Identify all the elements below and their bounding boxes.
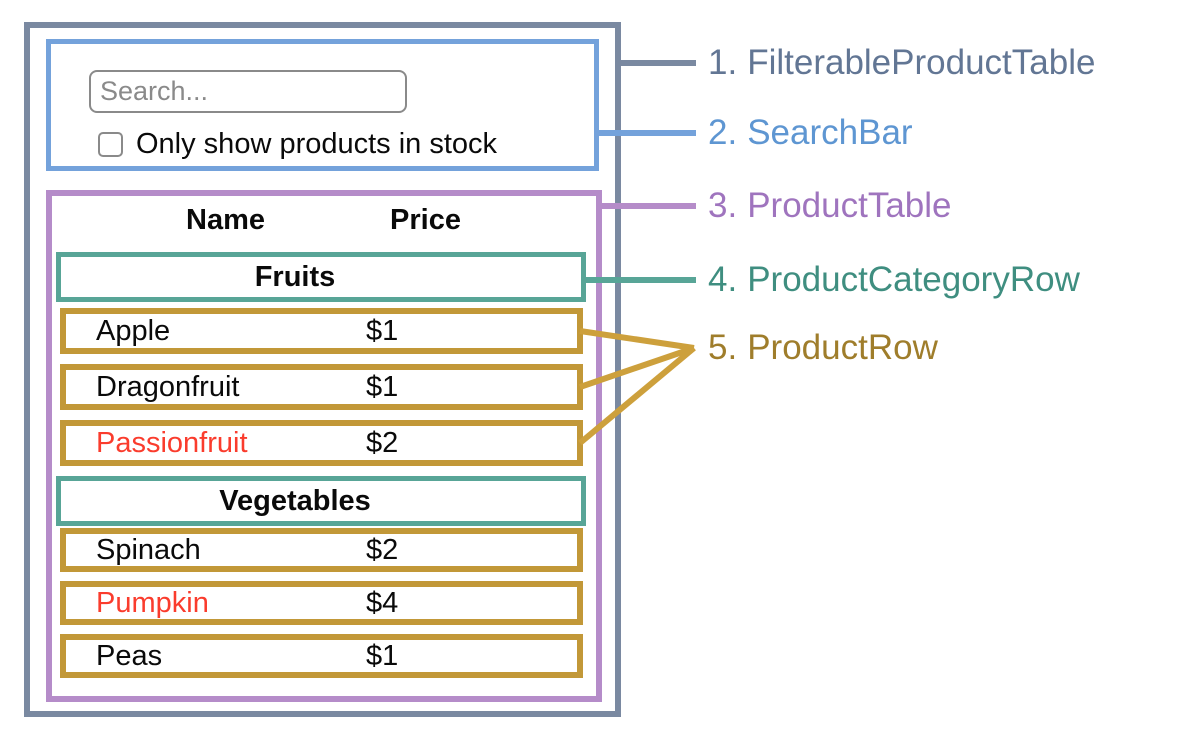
stock-filter-row: Only show products in stock [98,128,497,160]
annotation-label: ProductRow [747,328,938,367]
product-row: Apple $1 [60,308,583,354]
column-header-name: Name [186,204,265,236]
annotation-label: ProductTable [747,186,952,225]
category-label: Vegetables [219,485,371,517]
annotation-number: 5. [708,328,738,367]
annotation-label: FilterableProductTable [747,43,1096,82]
product-price: $1 [366,370,399,403]
product-row: Peas $1 [60,634,583,678]
search-input[interactable] [89,70,407,113]
product-name: Spinach [96,533,201,566]
product-name: Passionfruit [96,426,248,459]
product-category-row: Fruits [56,252,586,302]
in-stock-checkbox[interactable] [98,131,123,157]
product-row: Spinach $2 [60,528,583,572]
product-row: Passionfruit $2 [60,420,583,466]
product-name: Apple [96,314,171,347]
annotation-label: SearchBar [747,113,913,152]
product-price: $1 [366,639,399,672]
category-label: Fruits [254,261,336,293]
product-price: $4 [366,586,399,619]
annotation-number: 4. [708,260,738,299]
annotation-label: ProductCategoryRow [747,260,1080,299]
product-price: $1 [366,314,399,347]
annotation-search-bar: 2.SearchBar [708,109,913,157]
product-price: $2 [366,533,399,566]
annotation-product-category-row: 4.ProductCategoryRow [708,256,1080,304]
annotation-product-table: 3.ProductTable [708,182,952,230]
column-header-price: Price [390,204,461,236]
product-category-row: Vegetables [56,476,586,526]
product-row: Pumpkin $4 [60,581,583,625]
product-name: Pumpkin [96,586,209,619]
annotation-number: 3. [708,186,738,225]
in-stock-checkbox-label: Only show products in stock [136,127,498,160]
product-name: Peas [96,639,163,672]
product-name: Dragonfruit [96,370,240,403]
product-row: Dragonfruit $1 [60,364,583,410]
annotation-number: 1. [708,43,738,82]
annotation-product-row: 5.ProductRow [708,324,938,372]
product-price: $2 [366,426,399,459]
annotation-number: 2. [708,113,738,152]
annotation-filterable-product-table: 1.FilterableProductTable [708,39,1095,87]
